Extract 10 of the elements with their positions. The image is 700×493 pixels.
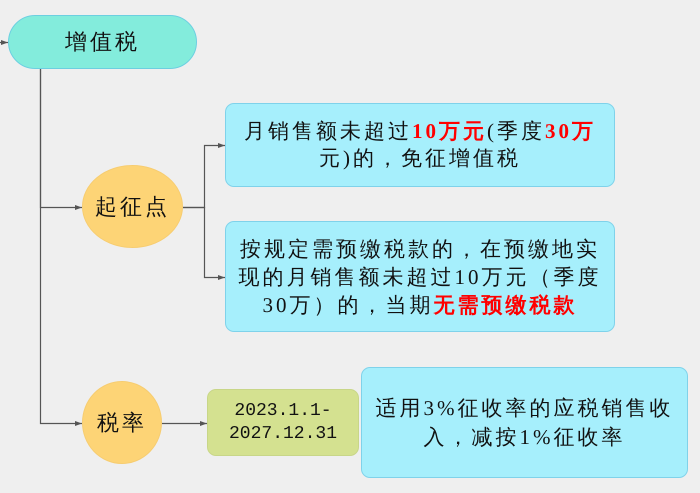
topic-pill: 增值税 <box>8 15 197 69</box>
arrow <box>183 206 225 280</box>
date-box: 2023.1.1- 2027.12.31 <box>207 389 359 456</box>
arrow <box>0 40 8 45</box>
category-circle: 税率 <box>82 381 162 464</box>
arrow <box>40 69 82 426</box>
arrow <box>162 421 207 426</box>
text-box: 适用3%征收率的应税销售收入，减按1%征收率 <box>361 367 688 478</box>
text-box: 按规定需预缴税款的，在预缴地实现的月销售额未超过10万元（季度30万）的，当期无需预缴税款 <box>225 221 615 332</box>
category-ellipse: 起征点 <box>82 165 183 248</box>
